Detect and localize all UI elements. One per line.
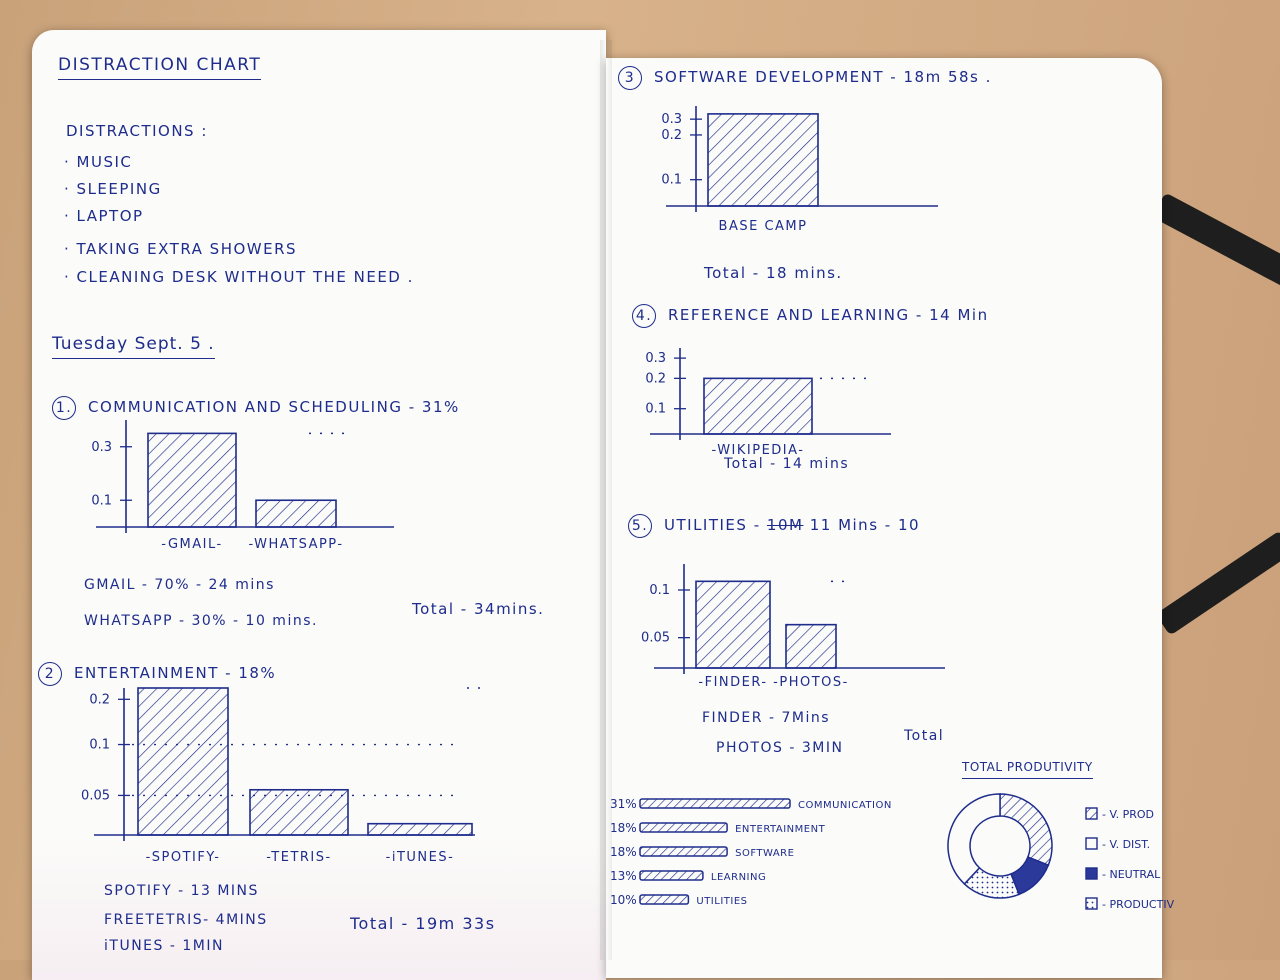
section-number: 3 (618, 66, 642, 90)
x-category-label: -TETRIS- (266, 850, 331, 865)
legend-swatch (1085, 867, 1098, 880)
bar-category-label: UTILITIES (696, 896, 747, 907)
bar (137, 687, 229, 836)
bar (367, 822, 473, 836)
bar (255, 499, 337, 528)
y-tick-label: 0.1 (661, 173, 682, 188)
elastic-strap-top (1152, 192, 1280, 288)
bar-value-label: 13% (610, 869, 637, 883)
x-category-label: BASE CAMP (719, 219, 808, 234)
section-1-title: 1.COMMUNICATION AND SCHEDULING - 31% (52, 396, 460, 420)
x-category-label: -iTUNES- (386, 850, 455, 865)
x-category-label: -WIKIPEDIA- (712, 443, 805, 458)
y-tick-label: 0.2 (89, 692, 110, 707)
section-3-total: Total - 18 mins. (704, 264, 843, 282)
bar-value-label: 18% (610, 845, 637, 859)
bar (639, 870, 704, 881)
legend-swatch (1085, 837, 1098, 850)
y-tick-label: 0.05 (641, 631, 670, 646)
chart-total-productivity-donut: - V. PROD - V. DIST. - NEUTRAL - PRODUCTIV (947, 793, 1175, 911)
section-5-title: 5.UTILITIES - 10M 11 Mins - 10 (628, 514, 920, 538)
bar-category-label: COMMUNICATION (798, 800, 892, 811)
section-number: 4. (632, 304, 656, 328)
bar-value-label: 18% (610, 821, 637, 835)
x-category-label: -WHATSAPP- (248, 537, 343, 552)
x-category-label: -FINDER- (698, 675, 767, 690)
bar (703, 377, 813, 435)
page-title: DISTRACTION CHART (58, 55, 262, 80)
y-tick-label: 0.1 (649, 583, 670, 598)
bar (639, 798, 791, 809)
y-tick-label: 0.05 (81, 788, 110, 803)
section-4-total: Total - 14 mins (724, 456, 850, 472)
section-2-detail: iTUNES - 1MIN (104, 938, 224, 954)
y-tick-label: 0.3 (645, 351, 666, 366)
notebook-spine (600, 40, 612, 960)
distraction-item: · SLEEPING (64, 180, 162, 198)
bar-category-label: SOFTWARE (735, 848, 794, 859)
y-tick-label: 0.1 (645, 402, 666, 417)
section-1-total: Total - 34mins. (412, 600, 545, 618)
section-number: 2 (38, 662, 62, 686)
y-tick-label: 0.2 (645, 371, 666, 386)
date-heading: Tuesday Sept. 5 . (52, 334, 215, 359)
chart-total-hbars: 31% COMMUNICATION 18% ENTERTAINMENT 18% SOFTW… (610, 797, 892, 907)
legend-label: - NEUTRAL (1102, 868, 1161, 881)
distraction-item: · LAPTOP (64, 207, 144, 225)
chart-communication: 0.3 0.1 -GMAIL- -WHATSAPP- (91, 420, 394, 552)
distraction-item: · MUSIC (64, 153, 133, 171)
bar (249, 788, 349, 836)
x-category-label: -PHOTOS- (773, 675, 849, 690)
section-2-detail: FREETETRIS- 4MINS (104, 912, 268, 928)
legend-swatch (1085, 897, 1098, 910)
bar-category-label: LEARNING (711, 872, 766, 883)
y-tick-label: 0.1 (89, 738, 110, 753)
section-number: 1. (52, 396, 76, 420)
legend-label: - V. PROD (1102, 808, 1154, 821)
y-tick-label: 0.3 (91, 440, 112, 455)
x-category-label: -GMAIL- (161, 537, 222, 552)
section-1-detail: GMAIL - 70% - 24 mins (84, 577, 275, 593)
bar (639, 894, 690, 905)
bar (639, 846, 728, 857)
bar-value-label: 10% (610, 893, 637, 907)
donut-slice (999, 793, 1053, 867)
distractions-heading: DISTRACTIONS : (66, 122, 208, 140)
bar (695, 580, 771, 669)
chart-reference-learning: 0.3 0.2 0.1 -WIKIPEDIA- (645, 348, 891, 458)
chart-utilities: 0.1 0.05 -FINDER- -PHOTOS- (641, 564, 945, 690)
bar (147, 432, 237, 528)
bar (785, 623, 837, 669)
distraction-item: · TAKING EXTRA SHOWERS (64, 240, 298, 258)
y-tick-label: 0.3 (661, 112, 682, 127)
section-5-total: Total (904, 728, 945, 744)
donut-slice (947, 793, 1001, 885)
section-1-detail: WHATSAPP - 30% - 10 mins. (84, 613, 318, 629)
section-5-detail: PHOTOS - 3MIN (716, 740, 844, 756)
section-4-title: 4.REFERENCE AND LEARNING - 14 Min (632, 304, 989, 328)
bar (639, 822, 728, 833)
elastic-strap-bottom (1155, 530, 1280, 636)
section-number: 5. (628, 514, 652, 538)
y-tick-label: 0.2 (661, 128, 682, 143)
distraction-item: · CLEANING DESK WITHOUT THE NEED . (64, 268, 414, 286)
total-productivity-title: TOTAL PRODUTIVITY (962, 760, 1093, 779)
bar-category-label: ENTERTAINMENT (735, 824, 825, 835)
section-5-detail: FINDER - 7Mins (702, 710, 831, 726)
section-2-detail: SPOTIFY - 13 MINS (104, 883, 259, 899)
section-2-total: Total - 19m 33s (350, 914, 496, 933)
legend-label: - PRODUCTIV (1102, 898, 1175, 911)
bar (707, 113, 819, 207)
y-tick-label: 0.1 (91, 493, 112, 508)
legend-label: - V. DIST. (1102, 838, 1150, 851)
bar-value-label: 31% (610, 797, 637, 811)
chart-entertainment: 0.2 0.1 0.05 -SPOTIFY- -TETRIS- -iTUNES- (81, 687, 480, 865)
x-category-label: -SPOTIFY- (146, 850, 221, 865)
legend-swatch (1085, 807, 1098, 820)
